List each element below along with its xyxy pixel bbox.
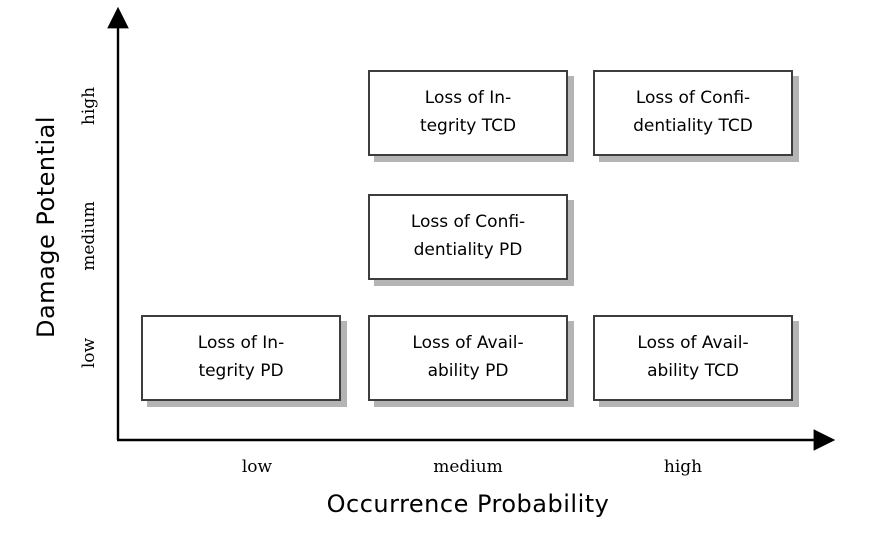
risk-box-line-1: Loss of In- [197, 333, 285, 354]
x-axis-title: Occurrence Probability [326, 490, 610, 518]
risk-box-line-2: dentiality TCD [633, 116, 753, 136]
x-tick-label-low: low [241, 457, 273, 477]
x-tick-label-high: high [663, 457, 703, 477]
risk-box-line-2: tegrity TCD [419, 116, 517, 136]
y-tick-label-low: low [79, 337, 99, 369]
risk-box-availability-tcd[interactable]: Loss of Avail- ability TCD [593, 315, 793, 401]
risk-box-line-1: Loss of In- [424, 88, 512, 109]
risk-box-line-2: ability TCD [647, 361, 739, 381]
x-tick-label-medium: medium [433, 457, 503, 477]
risk-box-availability-pd[interactable]: Loss of Avail- ability PD [368, 315, 568, 401]
risk-box-line-1: Loss of Confi- [410, 212, 526, 233]
risk-box-line-1: Loss of Avail- [637, 333, 749, 354]
y-tick-label-medium: medium [79, 201, 99, 271]
risk-box-line-2: tegrity PD [198, 361, 284, 381]
risk-box-integrity-pd[interactable]: Loss of In- tegrity PD [141, 315, 341, 401]
y-tick-label-high: high [79, 86, 99, 126]
risk-box-confidentiality-pd[interactable]: Loss of Confi- dentiality PD [368, 194, 568, 280]
y-axis-title: Damage Potential [32, 115, 60, 338]
risk-box-line-1: Loss of Confi- [635, 88, 751, 109]
risk-box-integrity-tcd[interactable]: Loss of In- tegrity TCD [368, 70, 568, 156]
risk-box-confidentiality-tcd[interactable]: Loss of Confi- dentiality TCD [593, 70, 793, 156]
risk-box-line-2: ability PD [427, 361, 509, 381]
risk-box-line-1: Loss of Avail- [412, 333, 524, 354]
risk-box-line-2: dentiality PD [413, 240, 523, 260]
